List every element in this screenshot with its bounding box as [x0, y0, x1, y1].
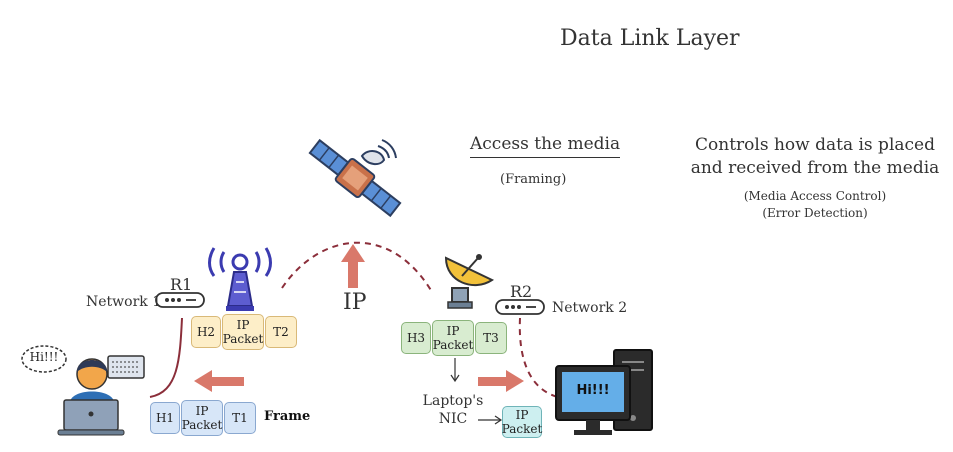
- packet-r2-header: H3: [401, 322, 431, 354]
- frame-header: H1: [150, 402, 180, 434]
- desktop-computer-icon: [555, 349, 653, 435]
- nic-label: Laptop's NIC: [422, 393, 484, 427]
- error-detection-note: (Error Detection): [762, 206, 868, 220]
- speech-bubble-icon: [21, 345, 67, 373]
- person-with-laptop-icon: [57, 358, 125, 436]
- access-media-heading: Access the media: [470, 134, 621, 158]
- packet-r2-trailer: T3: [475, 322, 507, 354]
- laptop-r1-link: [149, 317, 183, 398]
- satellite-dish-icon: [444, 254, 495, 309]
- satellite-link-arc: [281, 241, 433, 293]
- mac-note: (Media Access Control): [743, 189, 887, 203]
- down-arrow: [450, 358, 460, 383]
- network-1-label: Network 1: [86, 294, 162, 310]
- nic-packet: IP Packet: [501, 406, 543, 438]
- nic-arrow: [478, 415, 503, 425]
- up-arrow: [341, 244, 365, 288]
- router-r1-icon: [155, 292, 205, 308]
- controls-line-2: and received from the media: [690, 158, 940, 178]
- satellite-icon: [308, 138, 402, 218]
- r2-desktop-link: [518, 317, 563, 399]
- framing-note: (Framing): [500, 172, 567, 187]
- screen-text: Hi!!!: [576, 383, 610, 398]
- router-r2-label: R2: [510, 282, 533, 301]
- packet-r1-header: H2: [191, 316, 221, 348]
- frame-payload: IP Packet: [181, 400, 223, 436]
- page-title: Data Link Layer: [560, 26, 740, 51]
- controls-notes: (Media Access Control) (Error Detection): [670, 188, 953, 222]
- network-2-label: Network 2: [552, 300, 628, 316]
- controls-line-1: Controls how data is placed: [695, 135, 935, 155]
- speech-bubble-text: Hi!!!: [29, 350, 59, 364]
- keyboard-icon: [107, 355, 145, 379]
- router-r2-icon: [495, 299, 545, 315]
- frame-trailer: T1: [224, 402, 256, 434]
- router-r1-label: R1: [170, 275, 193, 294]
- radio-tower-icon: [208, 247, 272, 311]
- packet-r1-payload: IP Packet: [222, 314, 264, 350]
- right-arrow: [478, 370, 524, 392]
- left-arrow: [194, 370, 244, 392]
- packet-r1-trailer: T2: [265, 316, 297, 348]
- packet-r2-payload: IP Packet: [432, 320, 474, 356]
- controls-description: Controls how data is placed and received…: [670, 134, 953, 180]
- ip-label: IP: [343, 290, 367, 315]
- frame-label: Frame: [264, 409, 311, 424]
